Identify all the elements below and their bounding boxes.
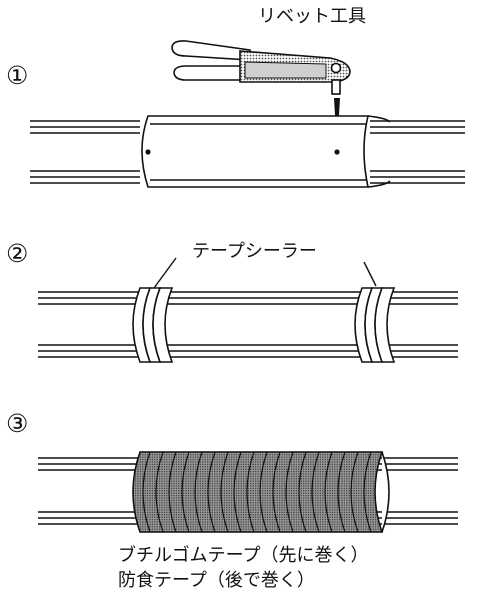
step-2: ② テープシーラー	[6, 239, 458, 363]
step-1: ① リベット工具	[6, 6, 465, 188]
step-number-2: ②	[6, 239, 28, 268]
tape-wrap	[132, 451, 390, 533]
tape-band-left	[132, 287, 174, 363]
wrap-arc	[272, 451, 281, 533]
pipe-2	[38, 291, 458, 358]
rivet-tool-label: リベット工具	[258, 6, 366, 27]
wrap-arc	[246, 451, 255, 533]
rivet-point-right	[334, 149, 340, 155]
wrap-arc	[285, 451, 294, 533]
tape-band-right	[354, 287, 396, 363]
wrap-arc	[194, 451, 203, 533]
wrap-arc	[324, 451, 333, 533]
wrap-arc	[350, 451, 359, 533]
caption-anticorrosion-tape: 防食テープ（後で巻く）	[118, 570, 315, 591]
wrap-arc	[259, 451, 268, 533]
wrap-arc	[155, 451, 164, 533]
rivet-point-left	[145, 149, 151, 155]
pipe-1	[30, 120, 465, 184]
step-number-3: ③	[6, 409, 28, 438]
wrap-arc	[220, 451, 229, 533]
tape-sealer-label: テープシーラー	[192, 241, 317, 262]
wrap-arc	[142, 451, 151, 533]
wrap-arc	[298, 451, 307, 533]
sleeve	[141, 115, 391, 188]
wrap-arc	[233, 451, 242, 533]
leader-lines	[153, 257, 377, 289]
wrap-arc	[207, 451, 216, 533]
wrap-arc	[363, 451, 372, 533]
wrap-arc	[311, 451, 320, 533]
wrap-arc	[181, 451, 190, 533]
rivet-tool-icon	[171, 40, 351, 150]
step-number-1: ①	[6, 61, 28, 90]
step-3: ③ ブチルゴムテープ（先に巻く） 防食テープ（後で巻く）	[6, 409, 458, 591]
caption-butyl-tape: ブチルゴムテープ（先に巻く）	[118, 544, 369, 566]
wrap-arc	[337, 451, 346, 533]
wrap-arc	[168, 451, 177, 533]
